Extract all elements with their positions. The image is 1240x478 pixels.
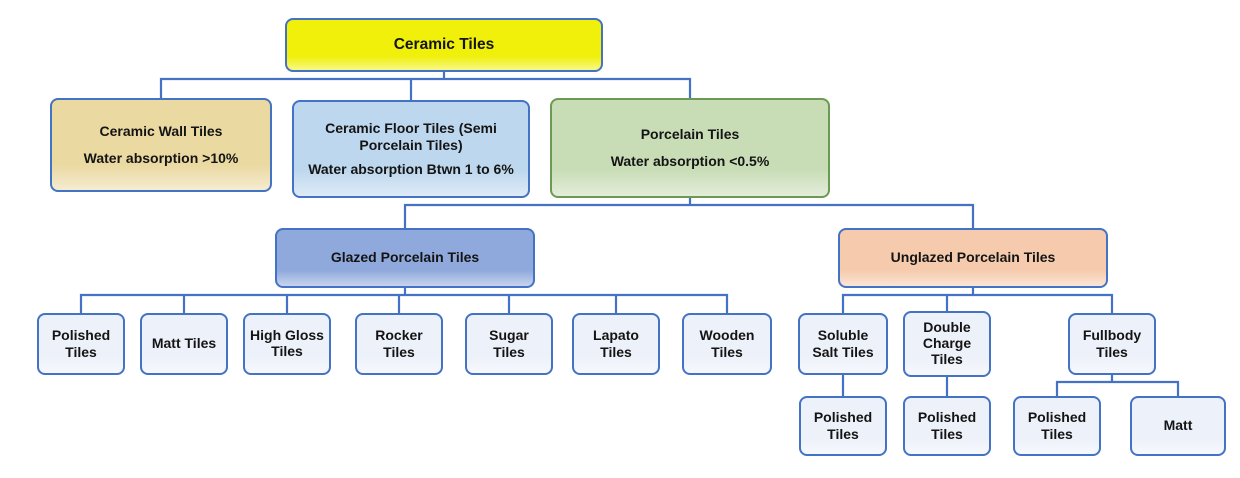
- node-label: Polished Tiles: [51, 326, 111, 360]
- node-sugar-tiles: Sugar Tiles: [454, 306, 554, 375]
- node-fullbody-tiles: Fullbody Tiles: [1057, 306, 1157, 375]
- node-label: Sugar Tiles: [489, 326, 529, 360]
- node-label: Polished Tiles: [917, 408, 977, 442]
- node-wooden-tiles: Wooden Tiles: [671, 306, 773, 375]
- node-label: Rocker Tiles: [375, 326, 423, 360]
- node-high-gloss-tiles: High Gloss Tiles: [232, 306, 332, 375]
- node-ceramic-wall-tiles: Ceramic Wall Tiles Water absorption >10%: [39, 91, 273, 192]
- node-matt-tiles-glazed: Matt Tiles: [129, 306, 229, 375]
- node-polished-tiles-glazed: Polished Tiles: [26, 306, 126, 375]
- node-soluble-salt-tiles: Soluble Salt Tiles: [787, 306, 889, 375]
- node-label: Matt: [1163, 417, 1193, 434]
- node-label: Wooden Tiles: [699, 326, 755, 360]
- node-label: Lapato Tiles: [593, 326, 639, 360]
- node-label: Polished Tiles: [813, 408, 873, 442]
- node-polished-tiles-fullbody: Polished Tiles: [1002, 389, 1102, 456]
- node-label: Glazed Porcelain Tiles: [330, 249, 480, 266]
- node-label: Double Charge Tiles: [922, 319, 972, 367]
- node-label: Porcelain Tiles: [640, 125, 740, 142]
- node-label: Soluble Salt Tiles: [812, 326, 874, 360]
- node-polished-tiles-double-charge: Polished Tiles: [892, 389, 992, 456]
- node-sublabel: Water absorption Btwn 1 to 6%: [308, 160, 514, 177]
- node-sublabel: Water absorption <0.5%: [610, 153, 770, 169]
- node-double-charge-tiles: Double Charge Tiles: [892, 304, 992, 377]
- node-unglazed-porcelain-tiles: Unglazed Porcelain Tiles: [827, 221, 1109, 288]
- node-glazed-porcelain-tiles: Glazed Porcelain Tiles: [264, 221, 536, 288]
- node-ceramic-floor-tiles: Ceramic Floor Tiles (Semi Porcelain Tile…: [281, 93, 531, 198]
- node-sublabel: Water absorption >10%: [83, 150, 239, 166]
- node-matt-fullbody: Matt: [1119, 389, 1227, 456]
- node-label: Unglazed Porcelain Tiles: [890, 249, 1056, 266]
- node-lapato-tiles: Lapato Tiles: [561, 306, 661, 375]
- node-rocker-tiles: Rocker Tiles: [344, 306, 444, 375]
- node-polished-tiles-soluble-salt: Polished Tiles: [788, 389, 888, 456]
- node-porcelain-tiles: Porcelain Tiles Water absorption <0.5%: [539, 91, 835, 198]
- node-label: Fullbody Tiles: [1082, 326, 1142, 360]
- node-ceramic-tiles: Ceramic Tiles: [274, 10, 612, 72]
- node-label: Polished Tiles: [1027, 408, 1087, 442]
- node-label: High Gloss Tiles: [250, 327, 324, 359]
- node-label: Ceramic Tiles: [393, 35, 495, 53]
- node-label: Matt Tiles: [151, 335, 217, 352]
- node-label: Ceramic Floor Tiles (Semi Porcelain Tile…: [325, 120, 497, 154]
- node-label: Ceramic Wall Tiles: [99, 122, 223, 139]
